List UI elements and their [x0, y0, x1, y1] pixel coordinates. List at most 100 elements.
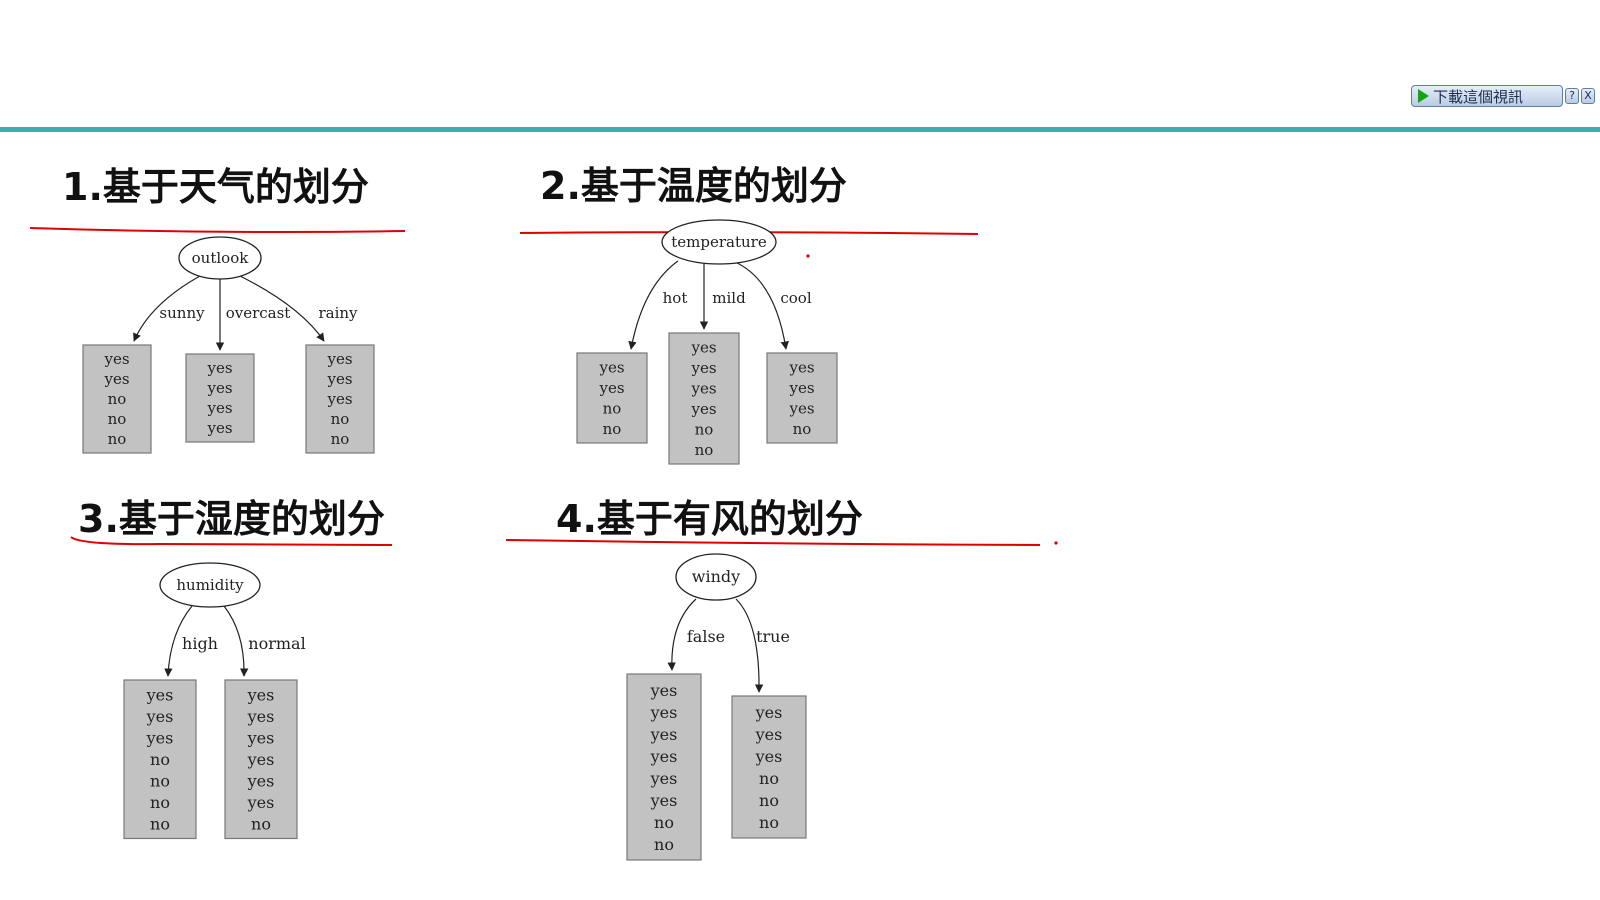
leaf-box-sunny: [82, 344, 152, 454]
leaf-value: yes: [247, 729, 275, 748]
red-dot-1: [806, 254, 810, 258]
root-node: [159, 562, 261, 608]
leaf-value: yes: [247, 772, 275, 791]
leaf-value: yes: [206, 359, 232, 377]
leaf-value: no: [793, 420, 812, 438]
leaf-value: no: [654, 813, 674, 832]
leaf-value: no: [759, 769, 779, 788]
leaf-value: no: [108, 390, 127, 408]
edge-false: [667, 598, 697, 671]
root-node-label: temperature: [671, 233, 767, 251]
leaf-box-overcast: [185, 353, 255, 443]
leaf-box-hot: [576, 352, 648, 444]
leaf-value: yes: [206, 419, 232, 437]
leaf-value: no: [150, 793, 170, 812]
section-title-outlook: 1.基于天气的划分: [62, 165, 369, 209]
leaf-value: yes: [247, 793, 275, 812]
leaf-value: yes: [690, 380, 716, 398]
leaf-value: yes: [326, 390, 352, 408]
leaf-value: yes: [755, 703, 783, 722]
leaf-box-cool: [766, 352, 838, 444]
leaf-value: no: [759, 791, 779, 810]
section-title-humidity: 3.基于湿度的划分: [78, 497, 385, 541]
edge-high: [164, 605, 193, 677]
section-title-temperature: 2.基于温度的划分: [540, 164, 847, 208]
edge-normal: [223, 605, 249, 677]
leaf-value: yes: [247, 686, 275, 705]
edge-rainy: [239, 275, 325, 342]
branch-label-overcast: overcast: [226, 304, 291, 322]
leaf-value: no: [331, 410, 350, 428]
leaf-value: yes: [690, 359, 716, 377]
branch-label-mild: mild: [712, 289, 746, 307]
tree-outlook: outlook sunny yes yes no no no overcast yes yes ye…: [82, 236, 375, 454]
branch-label-rainy: rainy: [318, 304, 358, 322]
root-node-label: windy: [692, 567, 740, 586]
close-button[interactable]: X: [1581, 88, 1595, 104]
leaf-box-true: [731, 695, 807, 839]
leaf-value: no: [150, 772, 170, 791]
leaf-value: no: [150, 815, 170, 834]
leaf-value: yes: [103, 370, 129, 388]
leaf-value: yes: [247, 707, 275, 726]
branch-label-normal: normal: [248, 634, 305, 653]
leaf-value: yes: [206, 379, 232, 397]
branch-label-cool: cool: [780, 289, 811, 307]
tree-temperature: temperature hot yes yes no no mild yes yes yes yes…: [576, 219, 838, 465]
leaf-value: no: [251, 815, 271, 834]
leaf-value: no: [759, 813, 779, 832]
root-node: [675, 553, 757, 601]
root-node: [178, 236, 262, 280]
edge-sunny: [133, 275, 201, 342]
red-underline-4: [505, 539, 1041, 546]
leaf-value: no: [603, 400, 622, 418]
leaf-value: no: [150, 750, 170, 769]
leaf-box-mild: [668, 332, 740, 465]
leaf-value: yes: [146, 707, 174, 726]
download-video-button[interactable]: 下載這個視訊: [1411, 85, 1563, 107]
leaf-value: yes: [650, 747, 678, 766]
leaf-box-normal: [224, 679, 298, 840]
leaf-value: yes: [650, 791, 678, 810]
tree-humidity: humidityhighyesyesyesnononononormalyesye…: [123, 562, 306, 840]
leaf-value: yes: [650, 703, 678, 722]
play-icon: [1418, 89, 1429, 103]
leaf-value: yes: [326, 370, 352, 388]
leaf-value: yes: [650, 769, 678, 788]
leaf-value: yes: [690, 400, 716, 418]
leaf-value: no: [603, 420, 622, 438]
leaf-box-high: [123, 679, 197, 840]
leaf-value: yes: [598, 379, 624, 397]
header-divider: [0, 127, 1600, 132]
leaf-value: yes: [788, 400, 814, 418]
leaf-box-rainy: [305, 344, 375, 454]
help-button[interactable]: ?: [1565, 88, 1579, 104]
leaf-value: yes: [146, 686, 174, 705]
branch-label-high: high: [182, 634, 218, 653]
tree-windy: windy false yes yes yes yes yes yes no no true yes y…: [626, 553, 807, 861]
download-video-toolbar: 下載這個視訊 ? X: [1411, 84, 1600, 108]
leaf-value: yes: [755, 725, 783, 744]
branch-label-sunny: sunny: [159, 304, 205, 322]
leaf-value: yes: [650, 725, 678, 744]
red-underline-1: [29, 227, 406, 233]
leaf-value: no: [108, 430, 127, 448]
leaf-value: yes: [326, 350, 352, 368]
branch-label-true: true: [756, 627, 790, 646]
edge-true: [735, 598, 764, 693]
root-node: [661, 219, 777, 265]
branch-label-false: false: [687, 627, 725, 646]
root-node-label: outlook: [192, 249, 250, 267]
leaf-value: yes: [788, 379, 814, 397]
leaf-value: yes: [755, 747, 783, 766]
edge-cool: [734, 261, 789, 350]
leaf-value: no: [654, 835, 674, 854]
leaf-value: yes: [247, 750, 275, 769]
leaf-value: no: [331, 430, 350, 448]
leaf-value: yes: [650, 681, 678, 700]
leaf-value: yes: [690, 339, 716, 357]
leaf-value: yes: [788, 359, 814, 377]
leaf-box-false: [626, 673, 702, 861]
red-dot-2: [1054, 541, 1058, 545]
branch-label-hot: hot: [663, 289, 688, 307]
